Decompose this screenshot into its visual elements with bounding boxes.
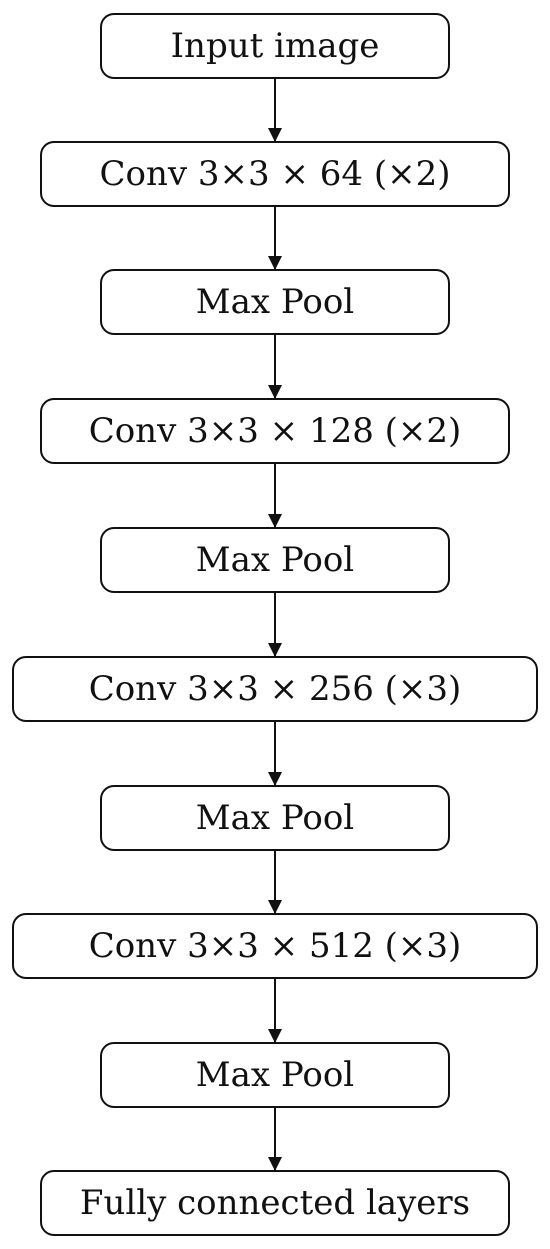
- block-label: Fully connected layers: [79, 1183, 471, 1223]
- conv-128-block: Conv 3×3 × 128 (×2): [40, 398, 510, 464]
- block-label: Max Pool: [195, 1055, 355, 1095]
- arrow-down: [274, 851, 276, 913]
- max-pool-block: Max Pool: [100, 527, 450, 593]
- block-label: Conv 3×3 × 512 (×3): [88, 926, 462, 966]
- block-label: Max Pool: [195, 798, 355, 838]
- block-label: Max Pool: [195, 540, 355, 580]
- arrow-down: [274, 79, 276, 141]
- block-label: Conv 3×3 × 256 (×3): [88, 669, 462, 709]
- block-label: Conv 3×3 × 64 (×2): [99, 154, 451, 194]
- arrow-down: [274, 722, 276, 785]
- arrow-down: [274, 593, 276, 656]
- max-pool-block: Max Pool: [100, 269, 450, 335]
- arrow-down: [274, 335, 276, 398]
- max-pool-block: Max Pool: [100, 785, 450, 851]
- input-image-block: Input image: [100, 13, 450, 79]
- max-pool-block: Max Pool: [100, 1042, 450, 1108]
- conv-512-block: Conv 3×3 × 512 (×3): [12, 913, 538, 979]
- conv-256-block: Conv 3×3 × 256 (×3): [12, 656, 538, 722]
- block-label: Input image: [170, 26, 380, 66]
- block-label: Max Pool: [195, 282, 355, 322]
- arrow-down: [274, 207, 276, 269]
- arrow-down: [274, 1108, 276, 1170]
- arrow-down: [274, 464, 276, 527]
- arrow-down: [274, 979, 276, 1042]
- conv-64-block: Conv 3×3 × 64 (×2): [40, 141, 510, 207]
- fully-connected-block: Fully connected layers: [40, 1170, 510, 1236]
- block-label: Conv 3×3 × 128 (×2): [88, 411, 462, 451]
